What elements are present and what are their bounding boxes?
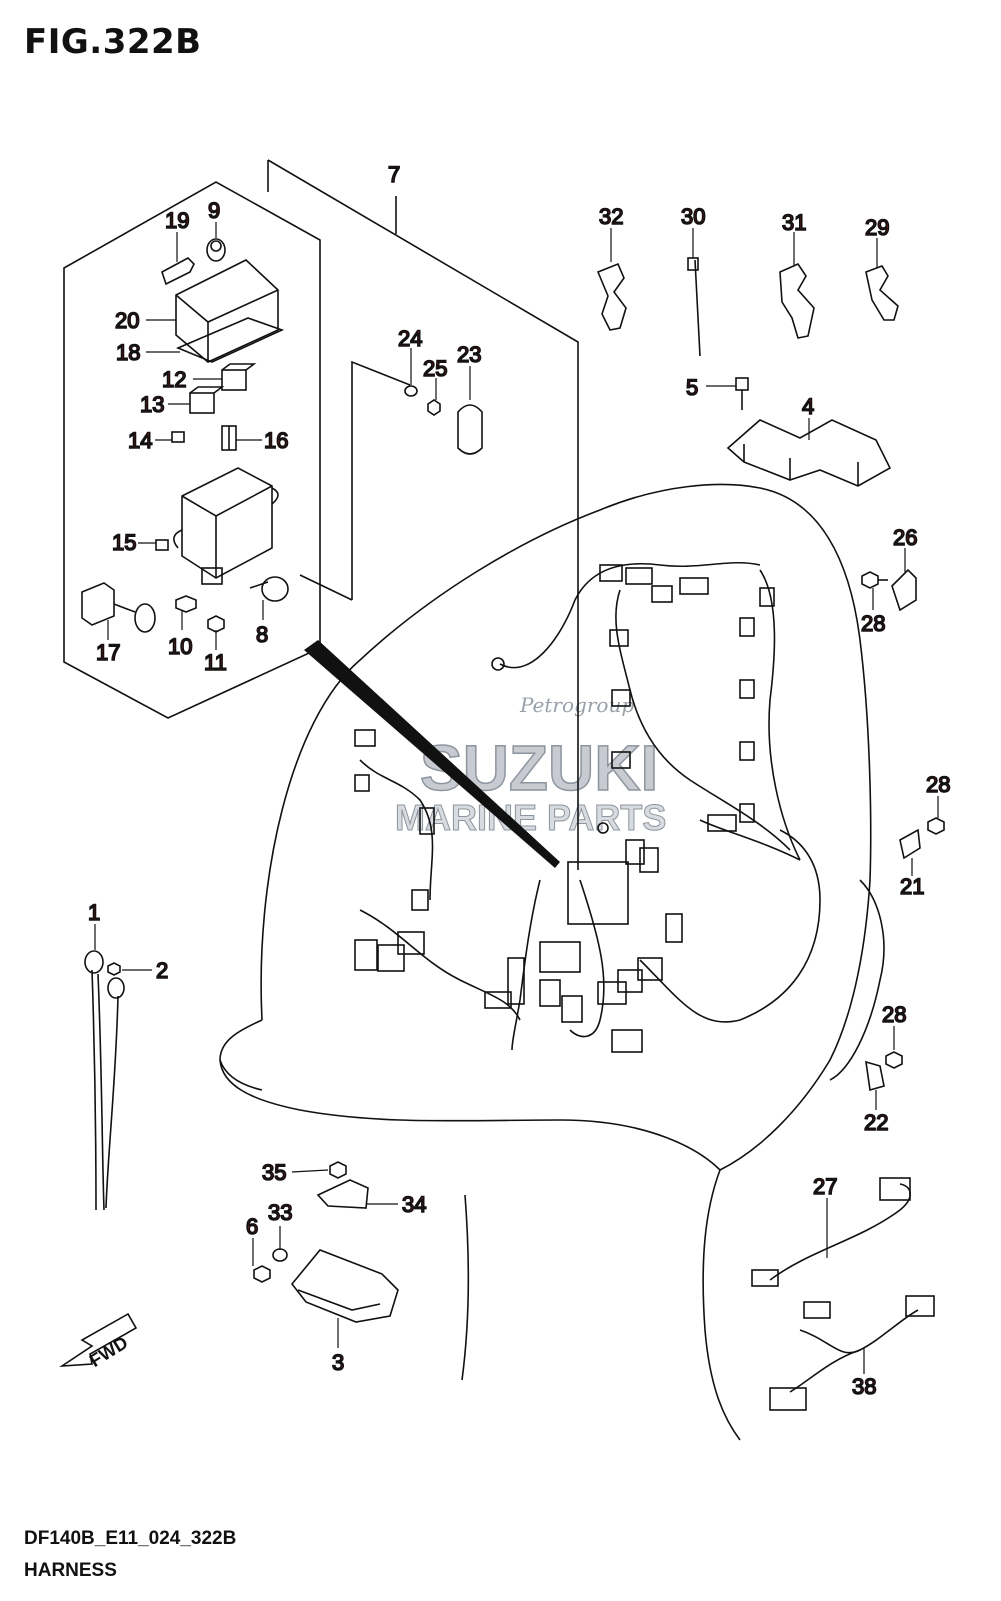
callout-5: 5 xyxy=(686,375,698,400)
callout-27: 27 xyxy=(813,1174,837,1199)
callout-numbers: 7 19 9 20 18 12 13 14 16 15 17 10 11 8 2… xyxy=(87,161,951,1400)
engine-cover-outline xyxy=(219,483,885,1441)
callout-15: 15 xyxy=(112,530,136,555)
callout-29: 29 xyxy=(865,215,889,240)
ground-brackets xyxy=(861,568,945,1092)
callout-16: 16 xyxy=(264,428,288,453)
callout-10: 10 xyxy=(168,634,192,659)
callout-38: 38 xyxy=(852,1374,876,1399)
watermark: SUZUKI MARINE PARTS Petrogroup xyxy=(395,693,667,839)
pointer-wedge xyxy=(304,640,560,868)
callout-17: 17 xyxy=(96,640,120,665)
figure-code: DF140B_E11_024_322B xyxy=(24,1528,237,1549)
main-wire-harness xyxy=(354,561,821,1053)
callout-21: 21 xyxy=(900,874,924,899)
callout-3: 3 xyxy=(332,1350,344,1375)
callout-34: 34 xyxy=(402,1192,426,1217)
callout-18: 18 xyxy=(116,340,140,365)
callout-24: 24 xyxy=(398,326,422,351)
leader-lines xyxy=(94,222,939,1374)
callout-35: 35 xyxy=(262,1160,286,1185)
callout-1: 1 xyxy=(88,900,100,925)
callout-9: 9 xyxy=(208,198,220,223)
sub-harnesses xyxy=(751,1177,935,1411)
fuse-box-parts xyxy=(81,238,289,633)
callout-19: 19 xyxy=(165,208,189,233)
callout-6: 6 xyxy=(246,1214,258,1239)
callout-14: 14 xyxy=(128,428,152,453)
callout-4: 4 xyxy=(802,394,814,419)
figure-caption: HARNESS xyxy=(24,1560,117,1581)
callout-11: 11 xyxy=(204,650,227,675)
battery-cables xyxy=(84,950,125,1211)
callout-20: 20 xyxy=(115,308,139,333)
callout-32: 32 xyxy=(599,204,623,229)
callout-2: 2 xyxy=(156,958,168,983)
callout-8: 8 xyxy=(256,622,268,647)
figure-title: FIG.322B xyxy=(24,22,202,62)
callout-22: 22 xyxy=(864,1110,888,1135)
lower-bracket-parts xyxy=(253,1161,399,1323)
callout-26: 26 xyxy=(893,525,917,550)
callout-28-bottom: 28 xyxy=(882,1002,906,1027)
callout-23: 23 xyxy=(457,342,481,367)
small-parts-23-25 xyxy=(404,385,483,455)
callout-31: 31 xyxy=(782,210,806,235)
callout-28-top: 28 xyxy=(861,611,885,636)
watermark-script: Petrogroup xyxy=(519,693,634,717)
clamps-top-right xyxy=(596,257,899,357)
callout-30: 30 xyxy=(681,204,705,229)
callout-25: 25 xyxy=(423,356,447,381)
bracket-4 xyxy=(726,377,892,487)
watermark-subtitle: MARINE PARTS xyxy=(395,797,666,838)
callout-28-mid: 28 xyxy=(926,772,950,797)
callout-12: 12 xyxy=(162,367,186,392)
callout-7: 7 xyxy=(388,162,400,187)
callout-33: 33 xyxy=(268,1200,292,1225)
fwd-arrow: FWD xyxy=(59,1312,138,1371)
callout-13: 13 xyxy=(140,392,164,417)
